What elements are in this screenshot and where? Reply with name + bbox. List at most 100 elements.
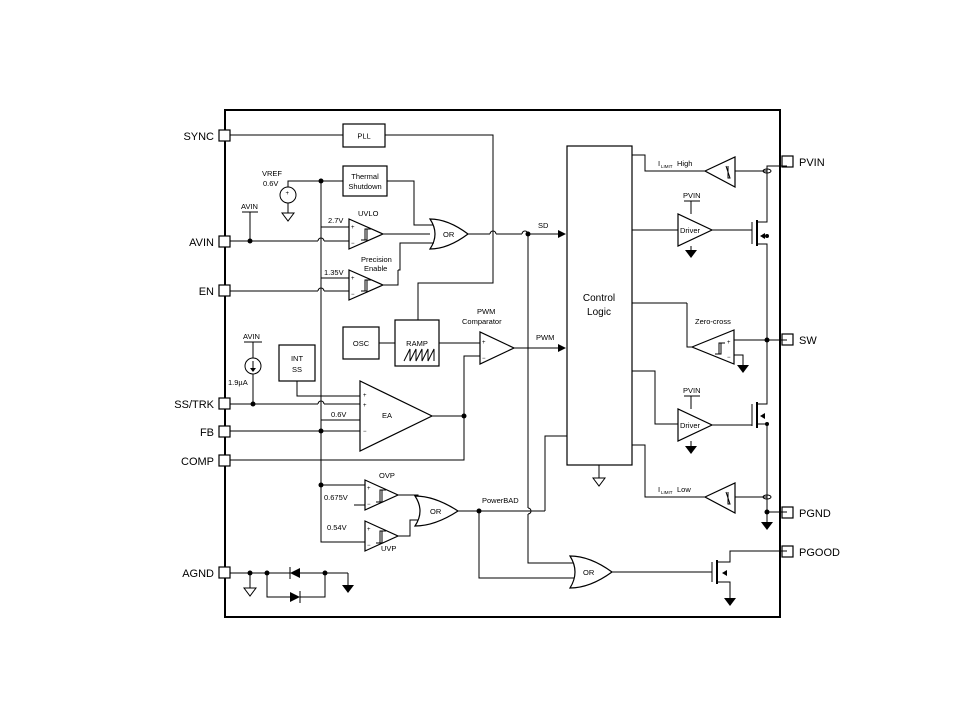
pin-fb-label: FB [200,427,214,439]
pll-label: PLL [357,132,370,141]
zero-cross: Zero-cross + − [632,302,787,400]
ovp-label: OVP [379,471,395,480]
pin-ss-trk-label: SS/TRK [174,399,214,411]
thermal-shutdown-block: Thermal Shutdown [321,165,433,226]
pin-avin-label: AVIN [189,237,214,249]
error-amplifier: EA + + − 0.6V [230,380,467,461]
fault-or-gate: OR SD [398,218,566,271]
ilimit-low-label: Low [677,485,691,494]
vref-label: VREF [262,169,282,178]
svg-text:−: − [351,292,355,298]
pll-block: PLL [230,123,494,320]
pin-sync: SYNC [183,129,231,143]
uvp-label: UVP [381,544,396,553]
en-threshold: 1.35V [324,268,344,277]
svg-text:−: − [367,502,371,508]
uvlo-label: UVLO [358,209,379,218]
svg-text:−: − [363,429,367,435]
fault-or-label: OR [443,230,455,239]
pin-en-label: EN [199,286,214,298]
ilimit-high: I LIMIT High [632,154,767,188]
sd-label: SD [538,221,549,230]
ea-ref-label: 0.6V [331,410,346,419]
ilimit-high-sub: LIMIT [661,164,673,169]
precision-label-2: Enable [364,264,387,273]
pwm-label: PWM [536,333,554,342]
or-pg-label: OR [430,507,442,516]
output-or-gate: OR [568,550,787,606]
pwm-comparator: PWM Comparator + − PWM [462,307,566,416]
pin-comp: COMP [181,454,231,468]
pin-pgnd: PGND [781,506,831,520]
pin-avin: AVIN [189,235,231,249]
vref-value: 0.6V [263,179,278,188]
device-outline [224,109,781,618]
avin-net: AVIN [230,202,349,244]
pvin-label-2: PVIN [683,386,701,395]
pin-pvin: PVIN [781,155,825,169]
ramp-label: RAMP [406,339,428,348]
pin-pvin-label: PVIN [799,157,825,169]
pin-sync-label: SYNC [183,131,214,143]
svg-text:−: − [482,356,486,362]
svg-text:+: + [482,340,486,346]
control-logic-block: Control Logic [566,145,633,487]
pin-sw-label: SW [799,335,817,347]
ovp-uvp: OVP 0.675V + − 0.54V UVP + − OR PowerBAD [318,435,578,579]
soft-start: INT SS AVIN 1.9µA [228,332,360,407]
pin-agnd: AGND [182,566,231,580]
thermal-label-2: Shutdown [348,182,381,191]
svg-text:+: + [367,527,371,533]
pin-comp-label: COMP [181,456,214,468]
ovp-threshold: 0.675V [324,493,348,502]
avin-ref-label: AVIN [241,202,258,211]
svg-text:+: + [351,225,355,231]
svg-text:+: + [363,403,367,409]
ss-current-label: 1.9µA [228,378,248,387]
svg-text:+: + [351,276,355,282]
low-side-driver: PVIN Driver [632,370,769,522]
precision-label-1: Precision [361,255,392,264]
pin-fb: FB [200,425,231,439]
control-label-1: Control [583,293,615,304]
uvp-threshold: 0.54V [327,523,347,532]
agnd-network [230,567,354,603]
svg-text:+: + [286,191,290,197]
svg-text:−: − [367,543,371,549]
osc-ramp: OSC RAMP [342,319,480,367]
svg-text:−: − [727,355,731,361]
vref-source: VREF 0.6V + [262,169,324,222]
driver-high-label: Driver [680,226,701,235]
sd-bus [525,231,578,564]
ea-label: EA [382,411,392,420]
high-side-driver: PVIN Driver [632,165,787,340]
or-out-label: OR [583,568,595,577]
control-label-2: Logic [587,307,611,318]
int-ss-label-1: INT [291,354,304,363]
svg-text:+: + [727,340,731,346]
pin-en: EN [199,284,231,298]
uvlo-threshold: 2.7V [328,216,343,225]
svg-text:−: − [351,241,355,247]
pin-ss-trk: SS/TRK [174,397,231,411]
pin-pgood: PGOOD [781,545,840,559]
pin-agnd-label: AGND [182,568,214,580]
pin-pgnd-label: PGND [799,508,831,520]
pin-pgood-label: PGOOD [799,547,840,559]
driver-low-label: Driver [680,421,701,430]
int-ss-label-2: SS [292,365,302,374]
ilimit-low: I LIMIT Low [632,444,787,530]
ilimit-low-i: I [658,485,660,494]
osc-label: OSC [353,339,370,348]
avin-ref2-label: AVIN [243,332,260,341]
pvin-label-1: PVIN [683,191,701,200]
ilimit-high-label: High [677,159,692,168]
thermal-label-1: Thermal [351,172,379,181]
pin-sw: SW [781,333,817,347]
pwm-comp-label-1: PWM [477,307,495,316]
uvlo-comparator: UVLO 2.7V + − [321,209,430,250]
pwm-comp-label-2: Comparator [462,317,502,326]
zero-cross-label: Zero-cross [695,317,731,326]
svg-text:+: + [367,486,371,492]
